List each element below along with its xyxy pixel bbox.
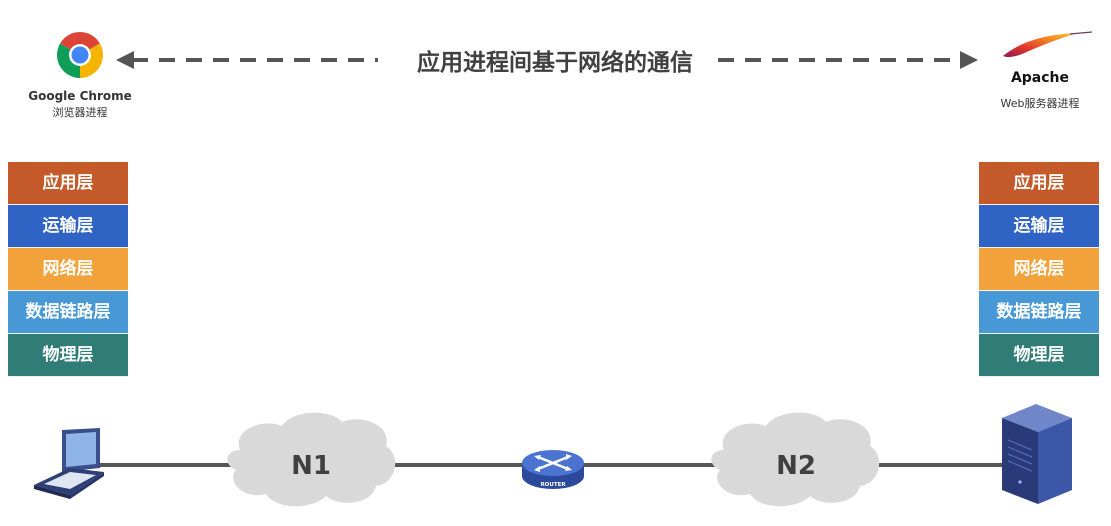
- layer-transport: 运输层: [8, 205, 128, 248]
- cloud-n2: N2: [711, 412, 880, 507]
- server-protocol-stack: 应用层 运输层 网络层 数据链路层 物理层: [979, 162, 1099, 377]
- apache-feather-icon: [1003, 31, 1093, 58]
- laptop-icon: [34, 428, 104, 499]
- layer-datalink: 数据链路层: [8, 291, 128, 334]
- cloud-n1: N1: [227, 412, 396, 507]
- client-protocol-stack: 应用层 运输层 网络层 数据链路层 物理层: [8, 162, 128, 377]
- cloud-n2-label: N2: [776, 451, 816, 481]
- communication-arrow: [116, 51, 978, 69]
- router-label: ROUTER: [540, 482, 566, 488]
- layer-physical: 物理层: [979, 334, 1099, 377]
- layer-application: 应用层: [979, 162, 1099, 205]
- client-name: Google Chrome: [28, 89, 132, 103]
- arrow-left-head: [116, 51, 134, 69]
- layer-application: 应用层: [8, 162, 128, 205]
- server-icon: [1002, 404, 1072, 504]
- layer-network: 网络层: [8, 248, 128, 291]
- cloud-n1-label: N1: [291, 451, 331, 481]
- layer-network: 网络层: [979, 248, 1099, 291]
- arrow-right-head: [960, 51, 978, 69]
- client-caption: 浏览器进程: [52, 106, 108, 119]
- server-caption: Web服务器进程: [1000, 97, 1080, 110]
- network-topology: N1 ROUTER N2: [34, 404, 1072, 507]
- chrome-logo-icon: [57, 32, 103, 78]
- layer-physical: 物理层: [8, 334, 128, 377]
- page-title: 应用进程间基于网络的通信: [417, 50, 693, 76]
- layer-datalink: 数据链路层: [979, 291, 1099, 334]
- server-name: Apache: [1010, 70, 1070, 86]
- layer-transport: 运输层: [979, 205, 1099, 248]
- router-icon: ROUTER: [522, 450, 584, 489]
